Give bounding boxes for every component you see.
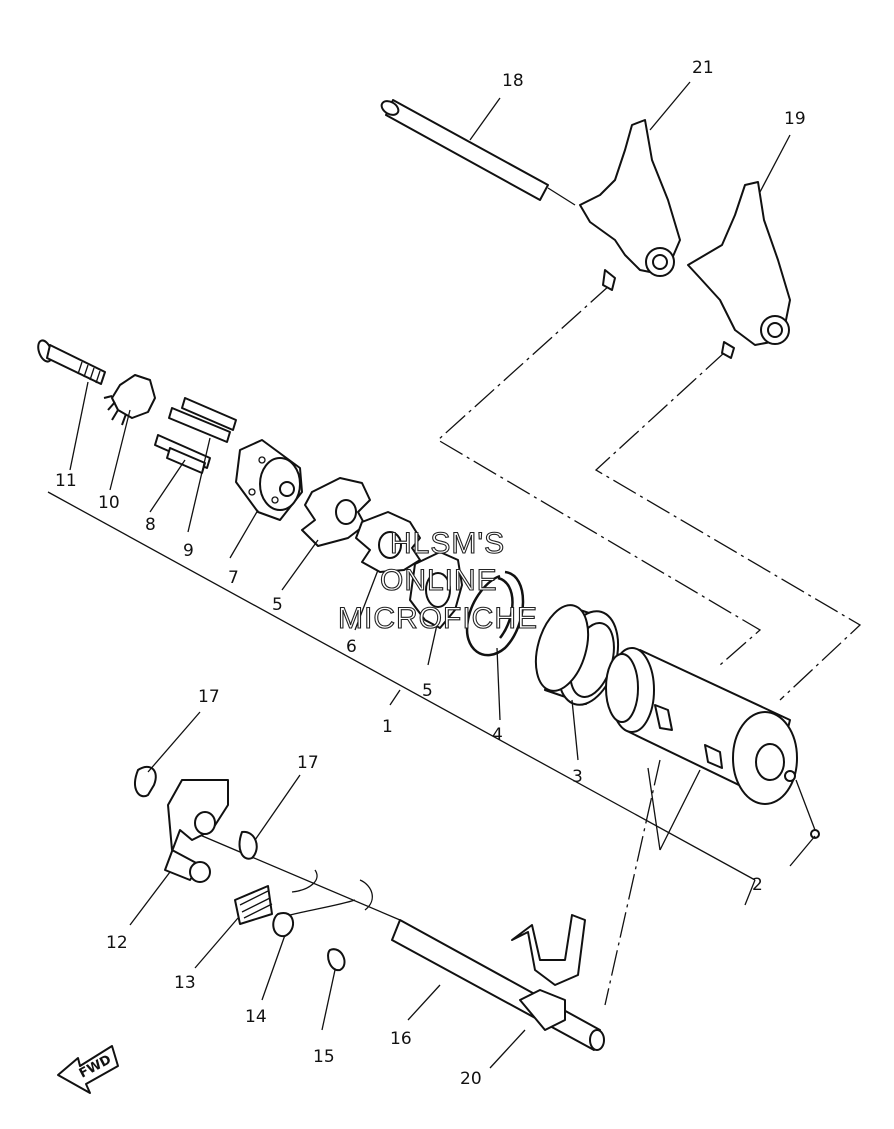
callout-5b: 5 xyxy=(422,681,433,701)
circlip xyxy=(465,570,525,657)
callout-13: 13 xyxy=(174,973,196,993)
callout-15: 15 xyxy=(313,1047,335,1067)
callout-17b: 17 xyxy=(297,753,319,773)
shift-fork-upper xyxy=(579,119,681,291)
callout-8: 8 xyxy=(145,515,156,535)
watermark-line-2: ONLINE xyxy=(380,564,498,597)
segment xyxy=(235,439,303,521)
callout-16: 16 xyxy=(390,1029,412,1049)
assembly-lines xyxy=(199,284,862,1006)
bolt xyxy=(37,339,106,385)
callout-18: 18 xyxy=(502,71,524,91)
callout-12: 12 xyxy=(106,933,128,953)
callout-3: 3 xyxy=(572,767,583,787)
fwd-arrow: FWD xyxy=(57,1045,119,1094)
watermark-line-1: HLSM'S xyxy=(390,527,505,560)
callout-17a: 17 xyxy=(198,687,220,707)
shift-fork-right xyxy=(687,181,791,359)
callout-19: 19 xyxy=(784,109,806,129)
callout-1: 1 xyxy=(382,717,393,737)
callout-4: 4 xyxy=(492,725,503,745)
shift-fork-guide-bar xyxy=(380,99,576,206)
callout-20: 20 xyxy=(460,1069,482,1089)
pins xyxy=(154,397,237,474)
callout-10: 10 xyxy=(98,493,120,513)
watermark: HLSM'S ONLINE MICROFICHE xyxy=(337,526,538,635)
callout-11: 11 xyxy=(55,471,77,491)
leader-lines xyxy=(47,81,816,1069)
callout-14: 14 xyxy=(245,1007,267,1027)
callout-9: 9 xyxy=(183,541,194,561)
bearing xyxy=(534,604,619,706)
plates xyxy=(301,477,463,629)
callout-7: 7 xyxy=(228,568,239,588)
shift-drum xyxy=(605,647,820,839)
callout-labels: 18 21 19 11 10 8 9 7 5 6 5 1 4 3 2 17 17… xyxy=(55,58,806,1089)
stopper-plate xyxy=(103,374,156,426)
watermark-line-3: MICROFICHE xyxy=(338,602,538,635)
callout-6: 6 xyxy=(346,637,357,657)
callout-21: 21 xyxy=(692,58,714,78)
shift-lever-parts xyxy=(134,765,373,972)
callout-2: 2 xyxy=(752,875,763,895)
callout-5a: 5 xyxy=(272,595,283,615)
shift-shaft xyxy=(391,914,605,1051)
